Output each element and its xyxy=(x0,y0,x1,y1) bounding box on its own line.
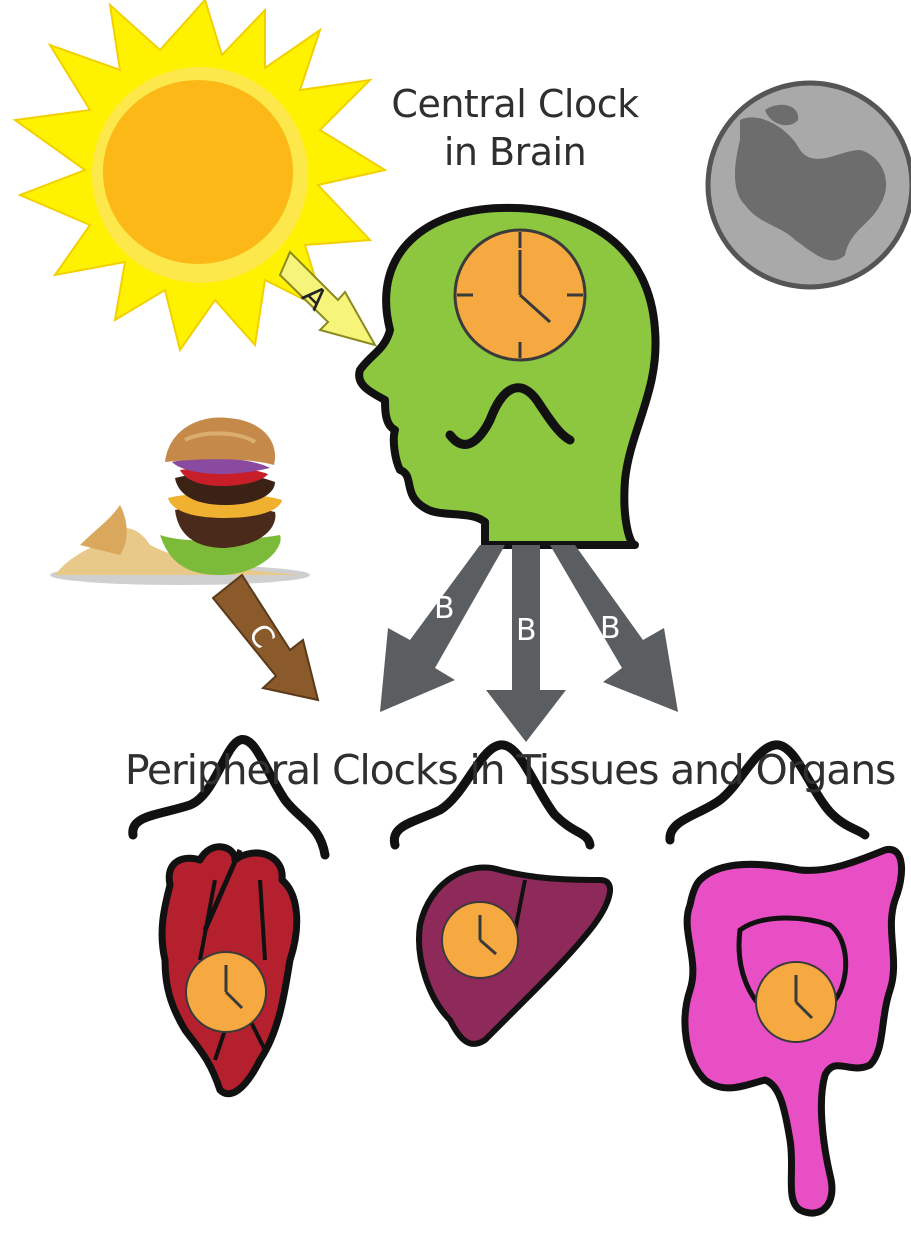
heart-clock-icon xyxy=(186,952,266,1032)
intestine-clock-icon xyxy=(756,962,836,1042)
head-icon xyxy=(359,208,655,545)
liver-clock-icon xyxy=(442,902,518,978)
intestine-icon xyxy=(685,849,902,1213)
arrow-b-left-label: B xyxy=(434,591,455,626)
arrow-b-right: B xyxy=(550,545,678,712)
liver-icon xyxy=(419,867,610,1043)
peripheral-clocks-title: Peripheral Clocks in Tissues and Organs xyxy=(120,745,900,795)
central-clock-title-line2: in Brain xyxy=(365,128,665,176)
arrow-a: A xyxy=(280,252,375,345)
arrow-b-left: B xyxy=(380,545,505,712)
moon-icon xyxy=(708,83,911,287)
arrow-b-right-label: B xyxy=(600,611,621,646)
heart-icon xyxy=(162,847,297,1094)
arrow-c: C xyxy=(213,575,318,700)
clock-icon xyxy=(455,230,585,360)
arrow-b-center-label: B xyxy=(516,613,537,648)
central-clock-title-line1: Central Clock xyxy=(365,80,665,128)
burger-icon xyxy=(50,418,310,585)
central-clock-title: Central Clock in Brain xyxy=(365,80,665,176)
arrow-b-center: B xyxy=(486,545,566,742)
